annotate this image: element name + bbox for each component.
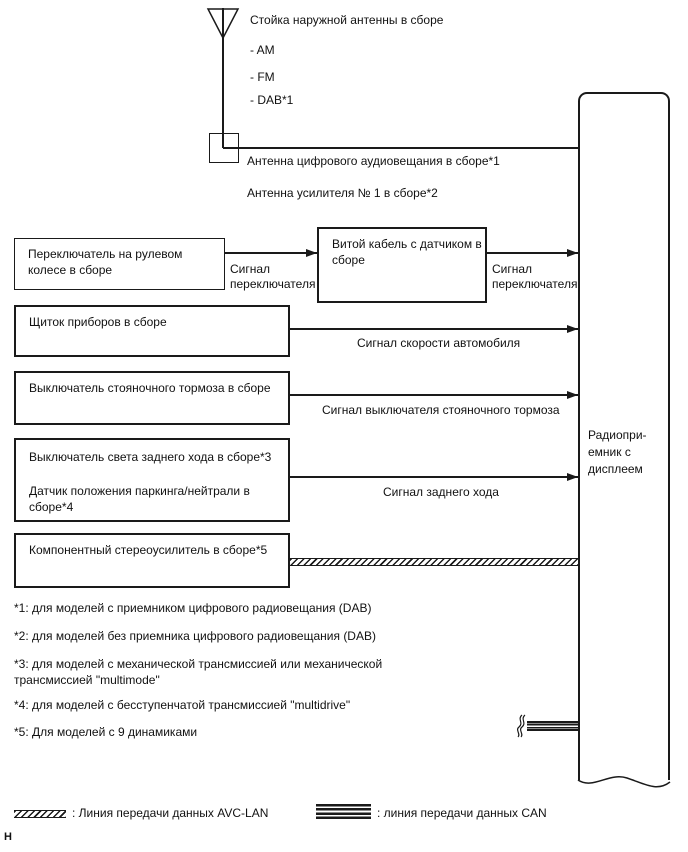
footnote-5: *5: Для моделей с 9 динамиками	[14, 725, 198, 739]
switch-signal-label-1: Сигнал переключателя	[230, 262, 316, 291]
spiral-cable-label: Витой кабель с датчиком в сборе	[332, 237, 482, 267]
vehicle-speed-label: Сигнал скорости автомобиля	[357, 336, 521, 350]
radio-receiver-box	[578, 92, 670, 780]
spiral-cable-box: Витой кабель с датчиком в сборе	[317, 227, 487, 303]
parking-brake-box: Выключатель стояночного тормоза в сборе	[14, 371, 290, 425]
dab-antenna-label: Антенна цифрового аудиовещания в сборе*1	[247, 154, 500, 168]
steering-switch-label: Переключатель на рулевом колесе в сборе	[28, 247, 183, 277]
vehicle-speed-arrow	[290, 328, 578, 330]
legend-avclan-label: : Линия передачи данных AVC-LAN	[72, 806, 269, 820]
legend-can-label: : линия передачи данных CAN	[377, 806, 547, 820]
reverse-signal-label: Сигнал заднего хода	[383, 485, 499, 499]
antenna-band-am: - AM	[250, 43, 275, 57]
page-marker: H	[4, 831, 12, 843]
can-line-break-icon	[516, 714, 526, 738]
avclan-line	[290, 558, 578, 566]
antenna-band-fm: - FM	[250, 70, 275, 84]
reverse-signal-arrow	[290, 476, 578, 478]
reverse-switch-box: Выключатель света заднего хода в сборе*3…	[14, 438, 290, 522]
parking-brake-label: Выключатель стояночного тормоза в сборе	[29, 381, 271, 395]
footnote-3: *3: для моделей с механической трансмисс…	[14, 657, 383, 687]
antenna-mast-label: Стойка наружной антенны в сборе	[250, 13, 444, 27]
instrument-cluster-box: Щиток приборов в сборе	[14, 305, 290, 357]
footnote-4: *4: для моделей с бесступенчатой трансми…	[14, 698, 351, 712]
footnote-2: *2: для моделей без приемника цифрового …	[14, 629, 376, 643]
dab-antenna-box	[209, 133, 239, 163]
reverse-switch-label: Выключатель света заднего хода в сборе*3	[29, 450, 272, 464]
stereo-amplifier-label: Компонентный стереоусилитель в сборе*5	[29, 543, 268, 557]
switch-signal-arrow-1	[225, 252, 317, 254]
radio-receiver-label: Радиопри- емник с дисплеем	[588, 428, 647, 476]
footnote-1: *1: для моделей с приемником цифрового р…	[14, 601, 372, 615]
radio-box-break-wave	[577, 776, 671, 788]
switch-signal-arrow-2	[487, 252, 578, 254]
antenna-band-dab: - DAB*1	[250, 93, 294, 107]
antenna-to-radio-line	[223, 147, 578, 149]
switch-signal-label-2: Сигнал переключателя	[492, 262, 578, 291]
steering-switch-box: Переключатель на рулевом колесе в сборе	[14, 238, 225, 290]
antenna-feed-line	[222, 8, 224, 148]
can-line	[527, 721, 578, 731]
instrument-cluster-label: Щиток приборов в сборе	[29, 315, 167, 329]
park-neutral-sensor-label: Датчик положения паркинга/нейтрали в сбо…	[29, 484, 250, 514]
legend-can-sample	[316, 804, 371, 819]
parking-brake-signal-label: Сигнал выключателя стояночного тормоза	[322, 403, 560, 417]
legend-avclan-sample	[14, 810, 66, 818]
stereo-amplifier-box: Компонентный стереоусилитель в сборе*5	[14, 533, 290, 588]
parking-brake-arrow	[290, 394, 578, 396]
amp-antenna-label: Антенна усилителя № 1 в сборе*2	[247, 186, 438, 200]
